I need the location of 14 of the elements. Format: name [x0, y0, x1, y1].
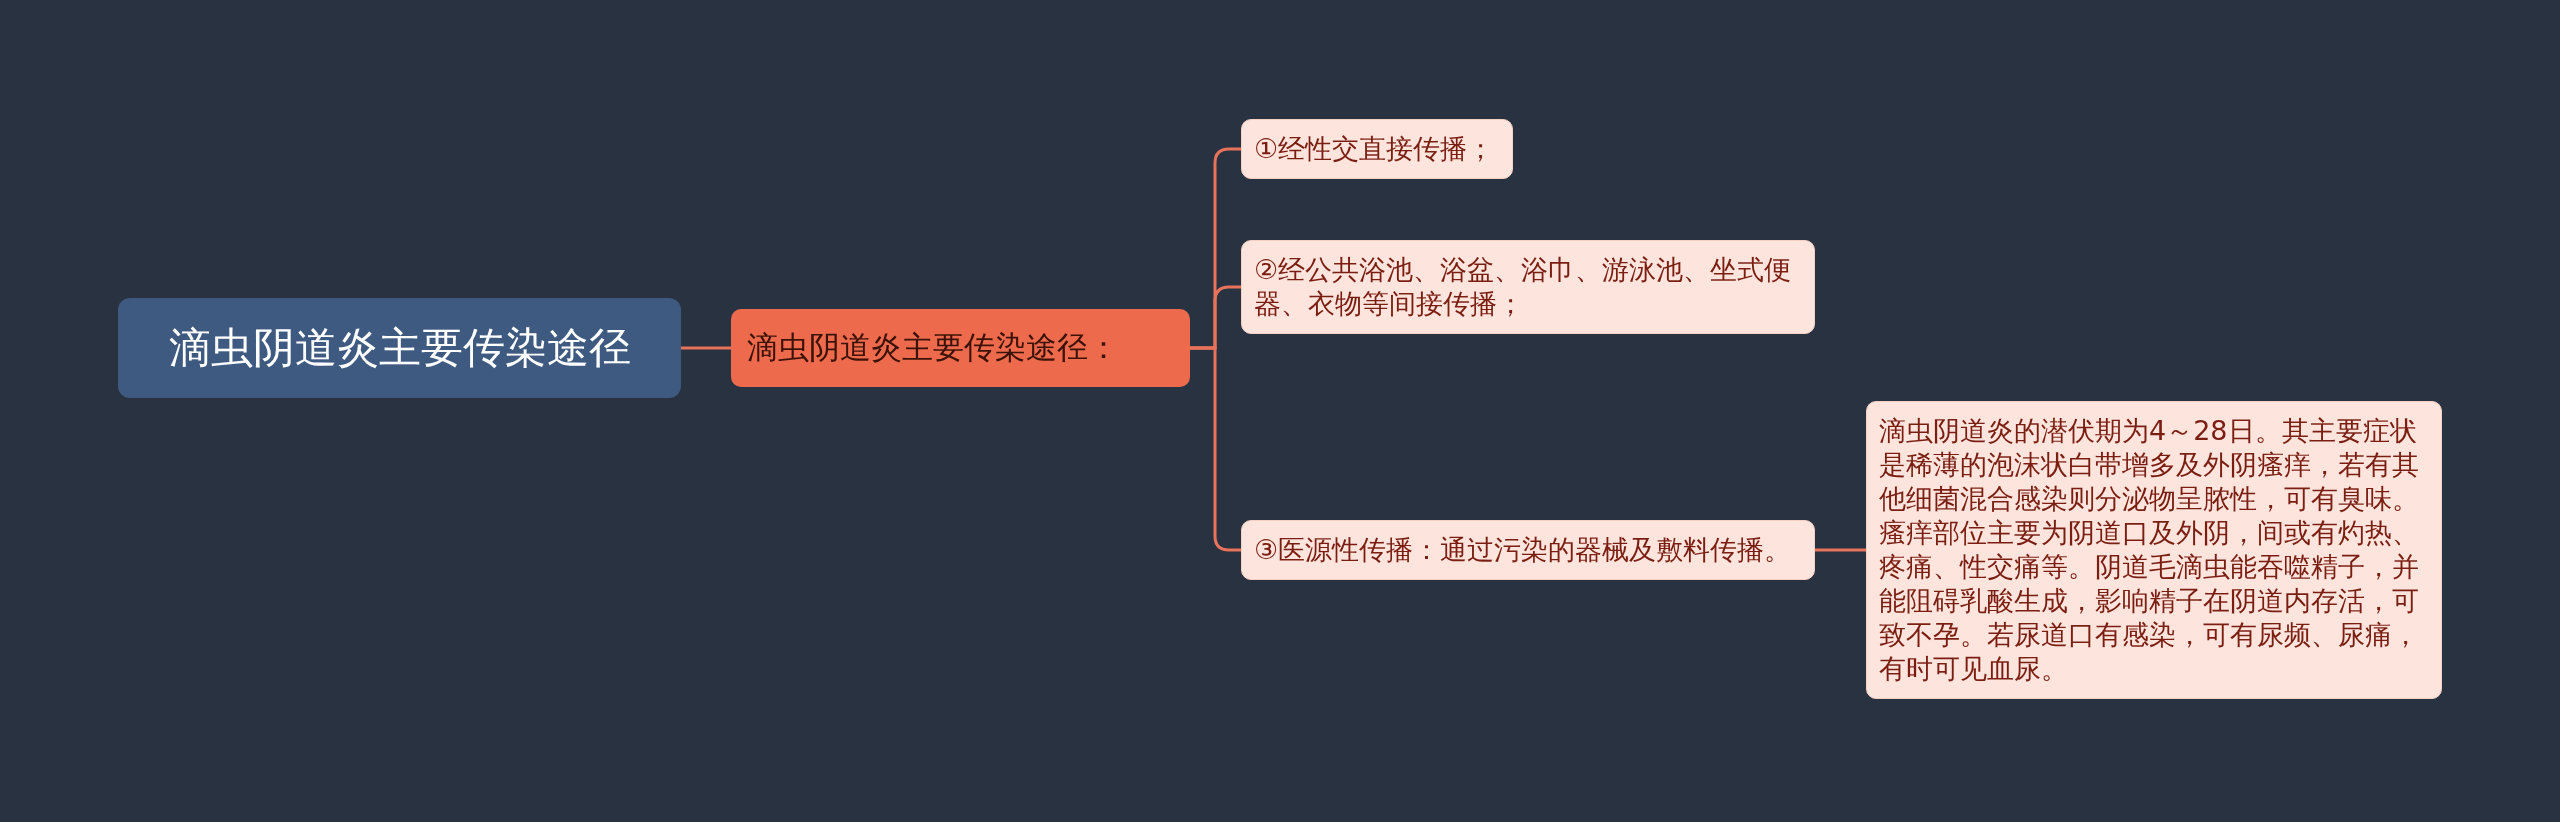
connector-line — [1190, 346, 1241, 552]
topic-text: 滴虫阴道炎主要传染途径 — [167, 322, 632, 374]
subtopic-text: 滴虫阴道炎的潜伏期为4～28日。其主要症状是稀薄的泡沫状白带增多及外阴瘙痒，若有其他细菌混合感染则分泌物呈脓性，可有臭味。瘙痒部位主要为阴道口及外阴，间或有灼热、疼痛、性交痛等。阴道毛滴虫能吞噬精子，并能阻碍乳酸生成，影响精子在阴道内存活，可致不孕。若尿道口有感染，可有尿频、尿痛，有时可见血尿。 — [1879, 414, 2420, 686]
subtopic-box — [1241, 119, 1513, 179]
central-topic-box — [118, 298, 681, 398]
subtopic-text: ②经公共浴池、浴盆、浴巾、游泳池、坐式便器、衣物等间接传播； — [1254, 253, 1793, 321]
subtopic-box — [1241, 240, 1815, 334]
connector-line — [1815, 548, 1866, 552]
topic-text: 滴虫阴道炎主要传染途径： — [747, 328, 1120, 367]
subtopic-box — [1241, 520, 1815, 580]
subtopic-text: ③医源性传播：通过污染的器械及敷料传播。 — [1254, 533, 1793, 567]
main-topic-box — [731, 309, 1190, 387]
subtopic-text: ①经性交直接传播； — [1254, 132, 1496, 166]
connector-line — [681, 346, 731, 350]
